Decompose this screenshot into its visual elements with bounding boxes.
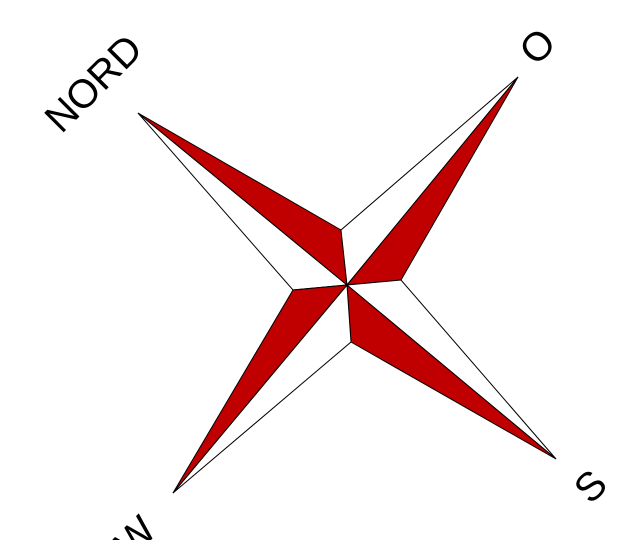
north-arm-red bbox=[138, 113, 347, 285]
east-arm-white bbox=[341, 77, 518, 285]
east-label: O bbox=[511, 20, 564, 73]
south-arm-red bbox=[347, 285, 556, 459]
west-arm-red bbox=[173, 285, 347, 493]
south-arm-white bbox=[347, 280, 556, 459]
east-arm-red bbox=[347, 77, 518, 285]
compass-star bbox=[138, 77, 556, 493]
north-arm-white bbox=[138, 113, 347, 290]
west-label: W bbox=[107, 508, 165, 540]
north-label: NORD bbox=[37, 27, 151, 141]
south-label: S bbox=[566, 462, 616, 512]
